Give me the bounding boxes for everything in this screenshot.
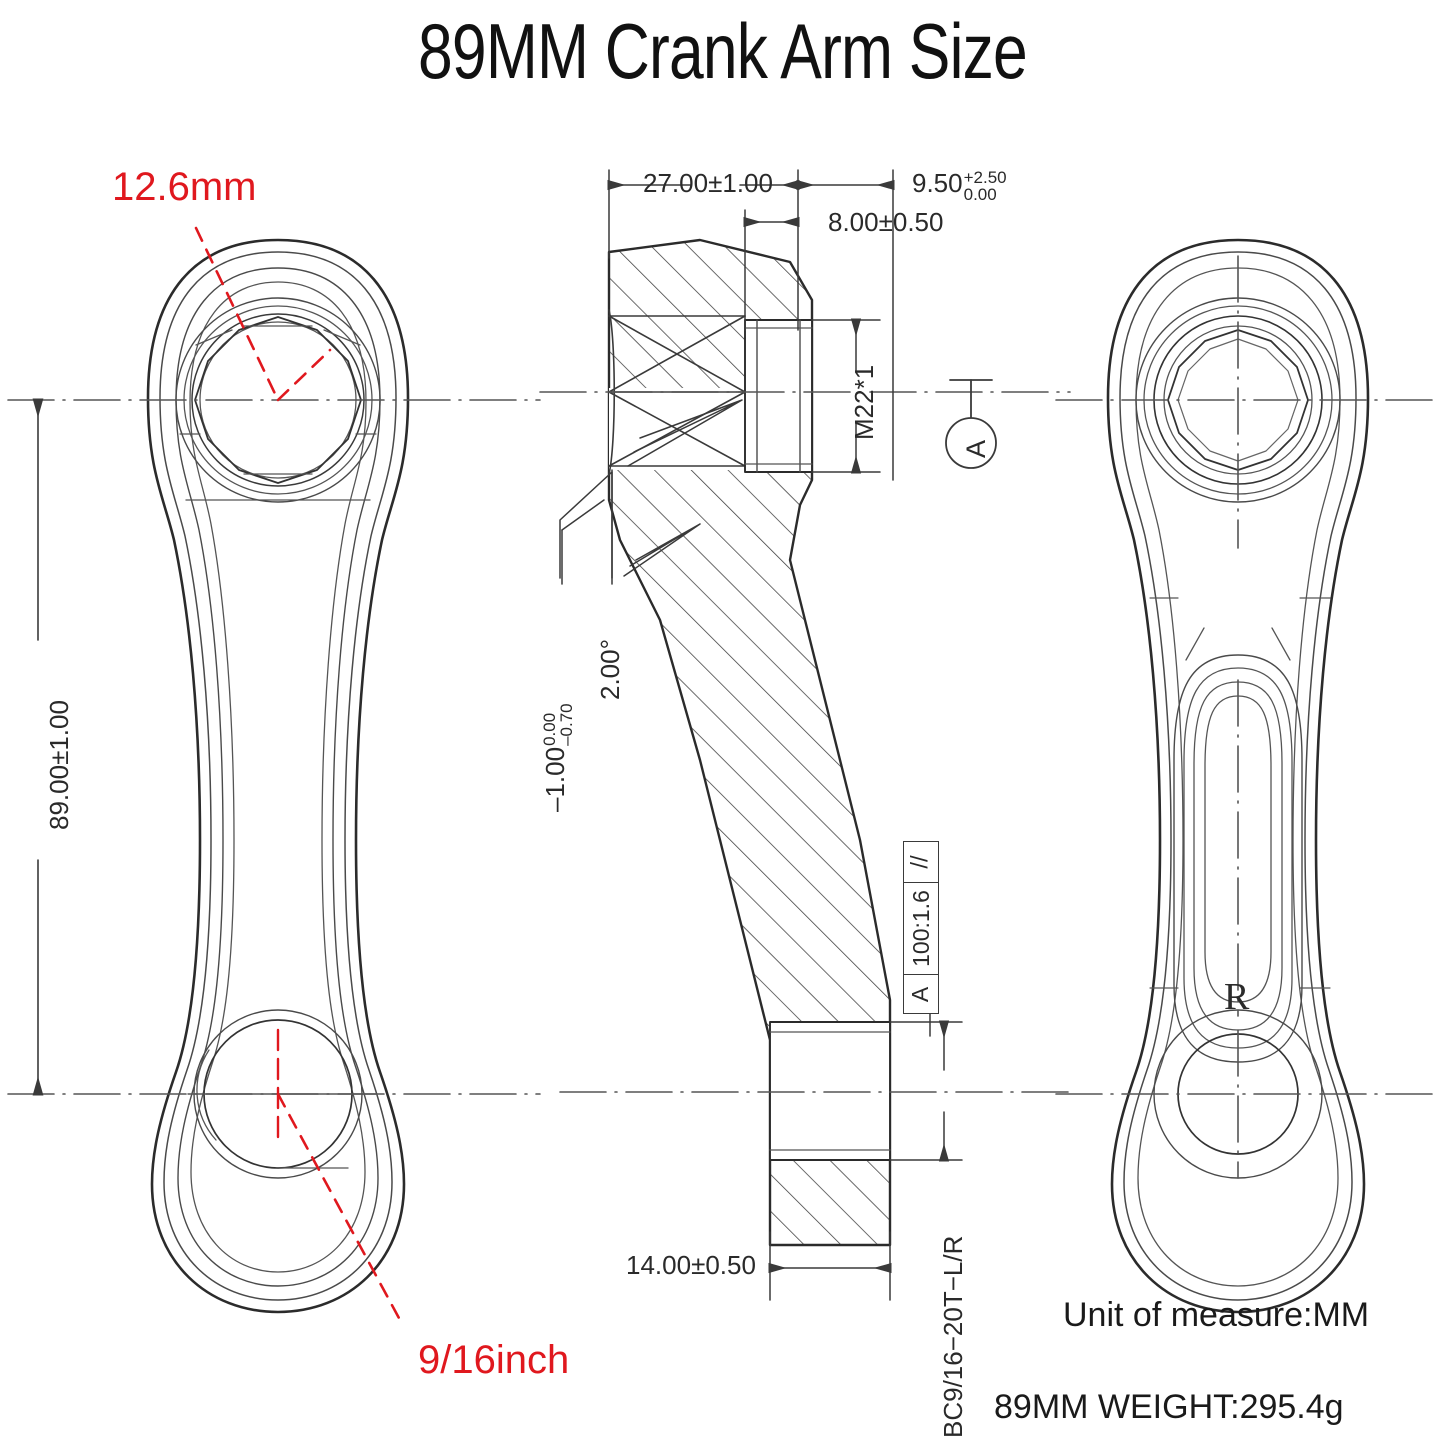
- dim-label-m22: M22*1: [849, 364, 879, 440]
- annotation-spindle-bore: 12.6mm: [112, 165, 257, 209]
- note-weight: 89MM WEIGHT:295.4g: [994, 1388, 1344, 1426]
- dim-chamfer-tolerances: 0.00–0.70: [540, 703, 577, 746]
- dim-bc916-group: [889, 1020, 963, 1162]
- dim-chamfer-value: –1.00: [540, 746, 571, 812]
- dim-label-14: 14.00±0.50: [626, 1250, 756, 1280]
- tolerance-value: 100:1.6: [907, 890, 934, 967]
- right-view-group: [1055, 238, 1439, 1314]
- dim-950-lower: 0.00: [963, 185, 997, 205]
- annotation-pedal-thread: 9/16inch: [418, 1338, 570, 1382]
- left-view-group: [7, 238, 541, 1314]
- dim-chamfer-upper: 0.00: [540, 712, 559, 746]
- datum-reference: A: [907, 986, 934, 1002]
- dim-chamfer-lower: –0.70: [557, 703, 577, 746]
- dim-label-pedal-thread: BC9/16−20T−L/R: [938, 1235, 968, 1438]
- page-title: 89MM Crank Arm Size: [418, 7, 1028, 95]
- dim-label-800: 8.00±0.50: [828, 207, 944, 237]
- tolerance-value-cell: 100:1.6: [903, 883, 939, 975]
- note-unit-of-measure: Unit of measure:MM: [1063, 1296, 1370, 1334]
- dim-top-group: [607, 169, 895, 481]
- parallelism-symbol-cell: //: [903, 841, 939, 883]
- section-view-group: [539, 238, 1071, 1247]
- dim-14-group: [768, 1231, 892, 1301]
- datum-reference-cell: A: [903, 975, 939, 1014]
- datum-a-label: A: [961, 439, 991, 458]
- dim-label-overall-length: 89.00±1.00: [44, 700, 74, 830]
- dim-950-value: 9.50: [912, 168, 963, 199]
- dim-label-27: 27.00±1.00: [643, 168, 773, 198]
- datum-a-symbol: [945, 379, 997, 469]
- side-marking-r: R: [1224, 976, 1250, 1018]
- dim-label-angle: 2.00°: [595, 638, 625, 700]
- parallelism-icon: //: [907, 855, 934, 869]
- dim-m22-group: [811, 318, 881, 474]
- dim-950-upper: +2.50: [963, 168, 1007, 187]
- red-annotation-leaders: [194, 226, 402, 1322]
- feature-control-frame: // 100:1.6 A: [903, 841, 939, 1014]
